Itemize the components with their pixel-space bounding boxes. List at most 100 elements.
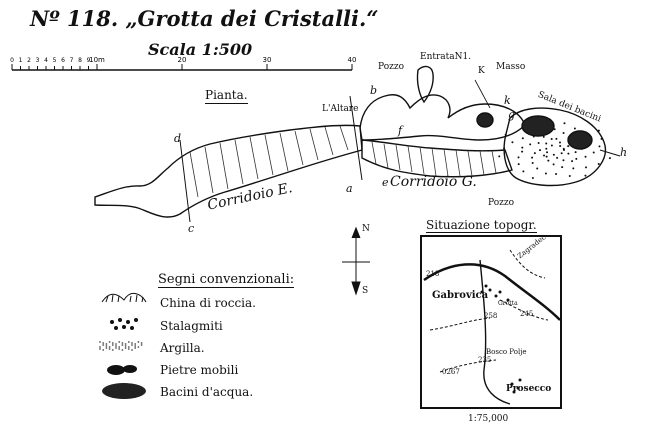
label-entrata: EntrataN1.: [420, 52, 472, 62]
village-dot: [484, 284, 488, 288]
stalagmite-dot: [572, 167, 575, 170]
stalagmite-dot: [584, 155, 587, 158]
stalagmite-dot: [608, 157, 611, 160]
stalagmite-dot: [544, 172, 547, 175]
village-dot: [506, 298, 510, 302]
clay-dot: [105, 345, 108, 347]
stalagmite-dot: [567, 145, 570, 148]
situation-label-gabrovica: Gabrovica: [432, 290, 489, 301]
stalagmite-dot: [563, 122, 566, 125]
label-pozzo-top: Pozzo: [378, 62, 405, 72]
stalagmite-dot: [558, 141, 561, 144]
stalagmite-dot: [545, 155, 548, 158]
label-masso: Masso: [496, 62, 526, 72]
cave-plan: [94, 65, 621, 223]
rock-slope-icon: [101, 293, 147, 303]
clay-dot: [108, 348, 111, 350]
path-line-1: [499, 299, 549, 321]
clay-dot: [134, 345, 137, 347]
stalagmite-dot: [556, 156, 559, 159]
clay-dot: [134, 347, 137, 349]
stalagmite-dot: [584, 166, 587, 169]
clay-dot: [127, 346, 130, 348]
clay-dot: [102, 349, 105, 351]
legend-item-water-basins: Bacini d'acqua.: [160, 385, 254, 399]
stalagmite-dot: [559, 145, 562, 148]
stalagmite-dot: [543, 154, 546, 157]
stalagmite-dot: [560, 152, 563, 155]
village-dot: [518, 378, 522, 382]
situation-map-scale: 1:75,000: [468, 414, 509, 424]
stalagmite-dot: [533, 152, 536, 155]
stalagmite-dot: [521, 150, 524, 153]
stalagmite-dot: [600, 137, 603, 140]
clay-dot: [99, 348, 101, 350]
compass-south: S: [362, 286, 369, 296]
stalagmite-dot: [568, 175, 571, 178]
village-dot: [480, 290, 484, 294]
label-h: h: [620, 146, 628, 159]
scale-tick-label: 0: [10, 57, 14, 64]
clay-dot: [111, 344, 114, 346]
upper-chamber-outline: [359, 94, 526, 141]
clay-dot: [111, 349, 114, 351]
stalagmite-dot: [545, 142, 548, 145]
clay-dot: [102, 342, 105, 344]
section-line-c-d: [179, 139, 191, 223]
clay-dot: [121, 344, 124, 346]
clay-dot: [140, 342, 143, 344]
scale-tick-label: 1: [19, 57, 23, 64]
stalagmite-dot: [531, 161, 534, 164]
path-line-2: [429, 317, 491, 331]
village-dot: [512, 390, 516, 394]
stalagmite-dot: [521, 146, 524, 149]
label-pozzo-bottom: Pozzo: [488, 198, 515, 208]
entrance-shaft-outline: [416, 65, 434, 104]
stalagmite-dot: [562, 147, 565, 150]
clay-dot: [124, 343, 127, 345]
stalagmite-dot: [517, 163, 520, 166]
stalagmite-dot: [517, 156, 520, 159]
clay-dot: [105, 347, 108, 349]
compass-north: N: [362, 224, 370, 234]
clay-dot: [124, 345, 127, 347]
label-b: b: [370, 84, 378, 97]
compass: [342, 226, 370, 296]
water-basin-icon: [102, 383, 146, 399]
situation-label-218: 218: [426, 270, 440, 278]
map-title: Nº 118. „Grotta dei Cristalli.“: [30, 6, 379, 31]
village-dot: [510, 382, 514, 386]
corridoio-g-hatching: [371, 141, 497, 177]
village-dot: [516, 386, 520, 390]
situation-map-title: Situazione topogr.: [426, 218, 537, 233]
clay-dot: [118, 348, 121, 350]
water-basin-k: [476, 112, 494, 128]
scale-tick-label: 6: [61, 57, 65, 64]
stalagmite-dot: [592, 151, 595, 154]
scale-tick-label: 7: [70, 57, 74, 64]
situation-map: [420, 235, 562, 409]
stalagmite-dot: [546, 151, 549, 154]
situation-label-258: 258: [484, 312, 498, 320]
stalagmite-dot: [114, 326, 118, 330]
stalagmite-dot: [118, 318, 122, 322]
situation-map-frame: [420, 235, 562, 409]
stalagmite-dot: [537, 141, 540, 144]
stalagmite-dot: [574, 151, 577, 154]
label-k: K: [478, 66, 485, 76]
stalagmite-dot: [550, 137, 553, 140]
pointer-k: [474, 79, 491, 109]
legend-title: Segni convenzionali:: [158, 272, 295, 288]
plan-title: Pianta.: [205, 88, 248, 104]
stalagmite-dot: [562, 132, 565, 135]
label-c: c: [188, 222, 195, 235]
stalagmite-dot: [584, 174, 587, 177]
legend-item-stalagmites: Stalagmiti: [160, 319, 223, 333]
clay-icon: [99, 341, 143, 351]
stalagmite-dot: [122, 325, 126, 329]
scale-tick-label: 10m: [89, 56, 105, 64]
stalagmite-dot: [555, 172, 558, 175]
clay-dot: [115, 343, 117, 345]
